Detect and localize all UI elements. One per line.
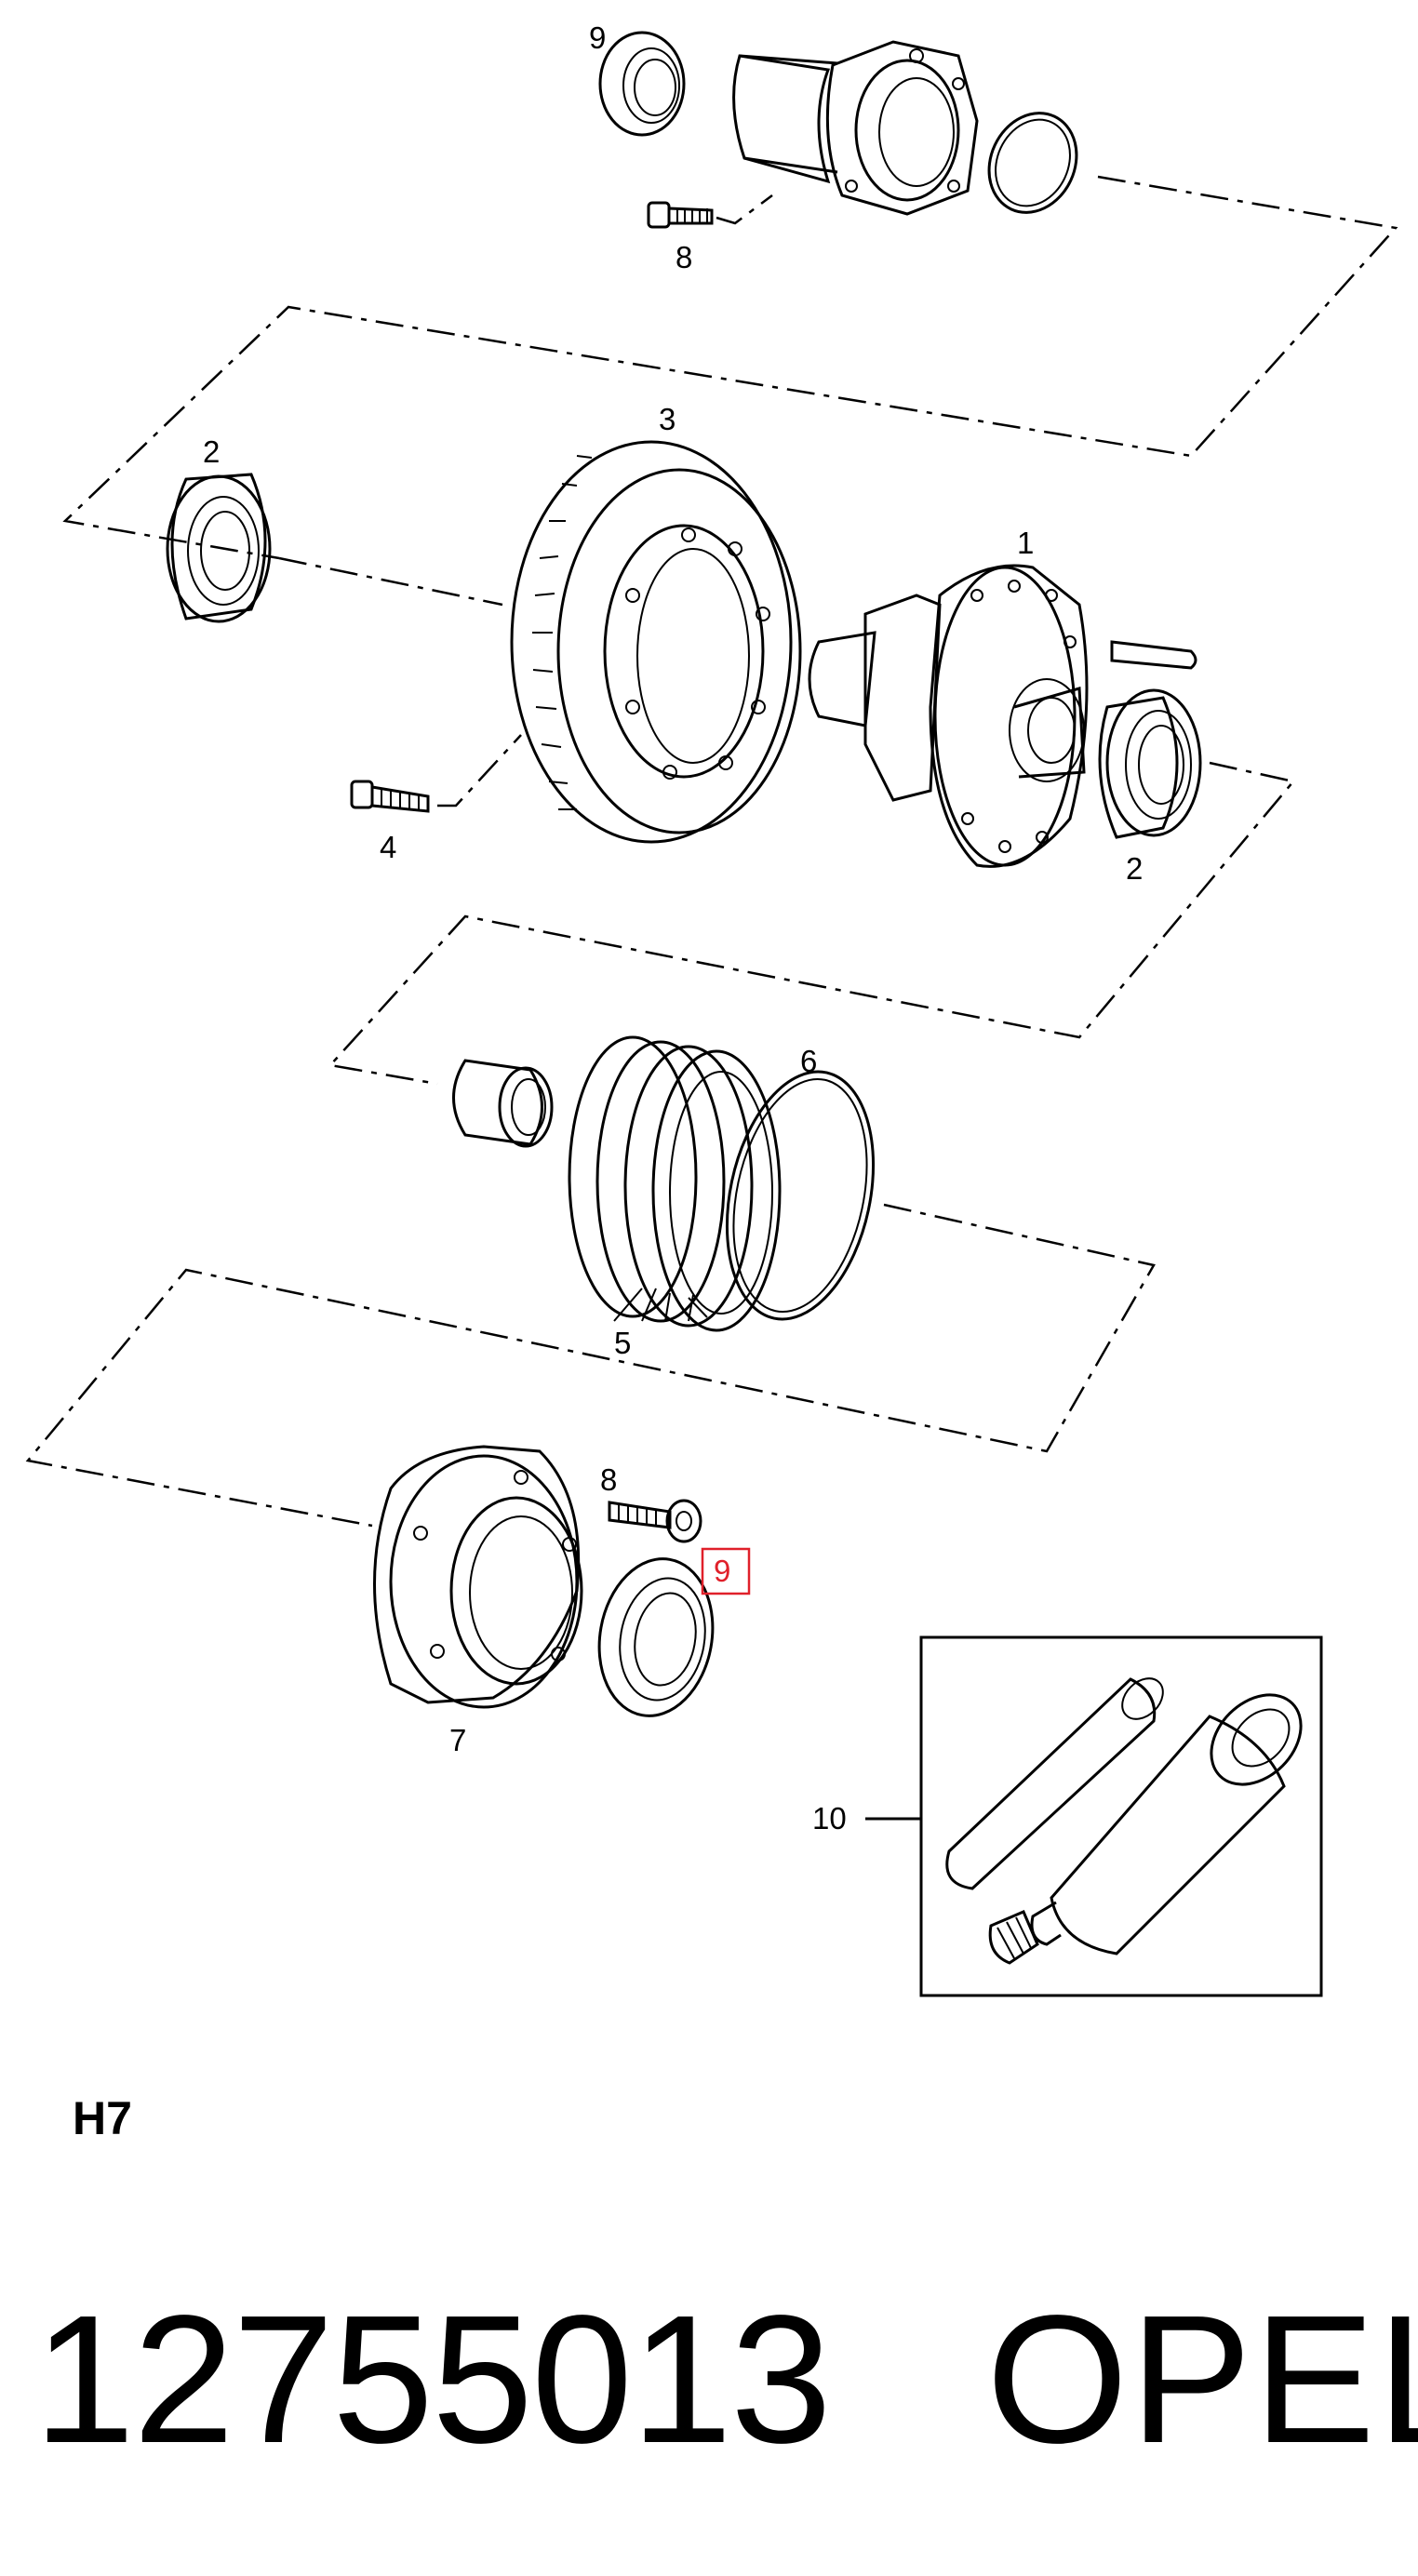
flange-7 <box>373 1445 583 1709</box>
bearing-2-right <box>1098 688 1202 839</box>
dashed-axis-left <box>278 556 503 607</box>
callout-2-left: 2 <box>203 434 220 469</box>
shim-assembly <box>25 1035 1156 1528</box>
callout-4: 4 <box>380 830 396 864</box>
bush <box>452 1059 554 1148</box>
seal-9-bottom <box>597 1557 715 1717</box>
callout-8-bottom: 8 <box>600 1462 617 1497</box>
dashed-assembly-line-1 <box>62 175 1398 560</box>
diagram-code-label: H7 <box>73 2092 132 2144</box>
bolt-8-bottom <box>608 1499 702 1543</box>
bearing-2-left <box>166 473 272 623</box>
callout-labels: 9 8 3 2 1 4 2 6 5 8 7 10 9 <box>203 20 1143 1835</box>
inset-sealant-kit <box>865 1635 1323 1997</box>
callout-7: 7 <box>449 1723 466 1757</box>
differential-case-1 <box>808 564 1197 868</box>
callout-6: 6 <box>800 1044 817 1078</box>
dashed-assembly-line-2 <box>328 761 1296 1086</box>
o-ring-top <box>987 112 1078 214</box>
o-ring-6 <box>725 1070 876 1321</box>
callout-10: 10 <box>812 1801 847 1835</box>
dashed-assembly-line-3 <box>25 1203 1156 1528</box>
shims-5 <box>568 1035 782 1332</box>
middle-assembly <box>166 440 1296 1086</box>
highlight-box <box>701 1547 751 1595</box>
ring-gear-3 <box>510 440 802 844</box>
callout-1: 1 <box>1017 526 1034 560</box>
callout-3: 3 <box>659 402 676 436</box>
seal-9-top <box>598 31 686 137</box>
bottom-assembly <box>373 1445 715 1717</box>
bolt-4 <box>350 734 522 813</box>
brand-name: OPEL <box>986 2277 1418 2481</box>
part-number: 12755013 <box>33 2277 832 2481</box>
top-assembly <box>62 31 1398 560</box>
bolt-8-top <box>647 194 773 229</box>
callout-2-right: 2 <box>1126 851 1143 886</box>
sealant-tube <box>988 1693 1303 1965</box>
callout-9-bottom-highlighted: 9 <box>714 1554 730 1588</box>
output-housing-top <box>732 40 979 216</box>
callout-5: 5 <box>614 1326 631 1360</box>
sealant-stick <box>945 1677 1164 1890</box>
callout-9-top: 9 <box>589 20 606 55</box>
callout-8-top: 8 <box>676 240 692 274</box>
